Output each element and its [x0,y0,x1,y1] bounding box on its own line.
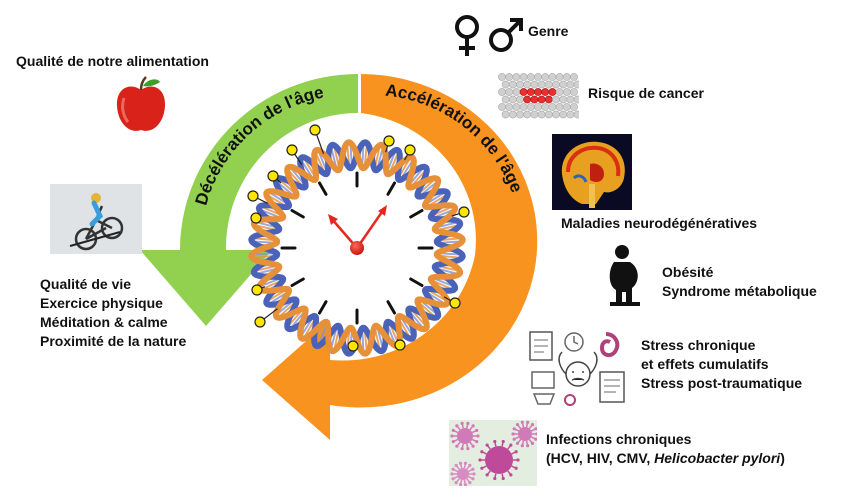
acceleration-arrow [262,74,538,440]
hour-hand-tip [328,214,338,225]
neurodegenerative-label: Maladies neurodégénératives [561,215,758,231]
cumulative-effects-item: et effets cumulatifs [641,356,769,372]
male-symbol-icon [489,18,523,52]
cyclist-icon [50,184,142,254]
apple-icon [116,76,166,131]
chronic-infections-item: Infections chroniques [546,431,692,447]
cancer-cells-icon [498,73,579,119]
stress-collage-icon [529,331,625,406]
clock-ticks [280,171,434,325]
lifestyle-item-exercise: Exercice physique [40,295,163,311]
dna-helix-ring [248,139,466,357]
infection-examples: (HCV, HIV, CMV, Helicobacter pylori) [546,450,785,466]
lifestyle-item-nature: Proximité de la nature [40,333,187,349]
deceleration-arrow [140,74,358,326]
female-symbol-icon [455,15,479,56]
lifestyle-item-quality-of-life: Qualité de vie [40,276,132,292]
clock-center [350,241,364,255]
lifestyle-item-meditation: Méditation & calme [40,314,168,330]
minute-hand-tip [378,205,387,216]
virus-icon [449,420,539,487]
telomere-markers [247,124,470,352]
food-quality-label: Qualité de notre alimentation [16,53,209,69]
clock-hands [328,205,387,255]
stress-label: Stress chronique et effets cumulatifs St… [641,336,802,393]
minute-hand [355,208,386,249]
chronic-stress-item: Stress chronique [641,337,756,353]
cancer-risk-label: Risque de cancer [588,85,704,101]
obese-person-icon [609,245,640,306]
gender-label: Genre [528,23,569,39]
metabolic-syndrome-item: Syndrome métabolique [662,283,817,299]
ptsd-item: Stress post-traumatique [641,375,803,391]
brain-scan-icon [552,134,632,210]
infection-label: Infections chroniques (HCV, HIV, CMV, He… [546,430,785,468]
obesity-label: Obésité Syndrome métabolique [662,263,817,301]
lifestyle-list: Qualité de vie Exercice physique Méditat… [40,275,186,351]
obesity-item: Obésité [662,264,714,280]
